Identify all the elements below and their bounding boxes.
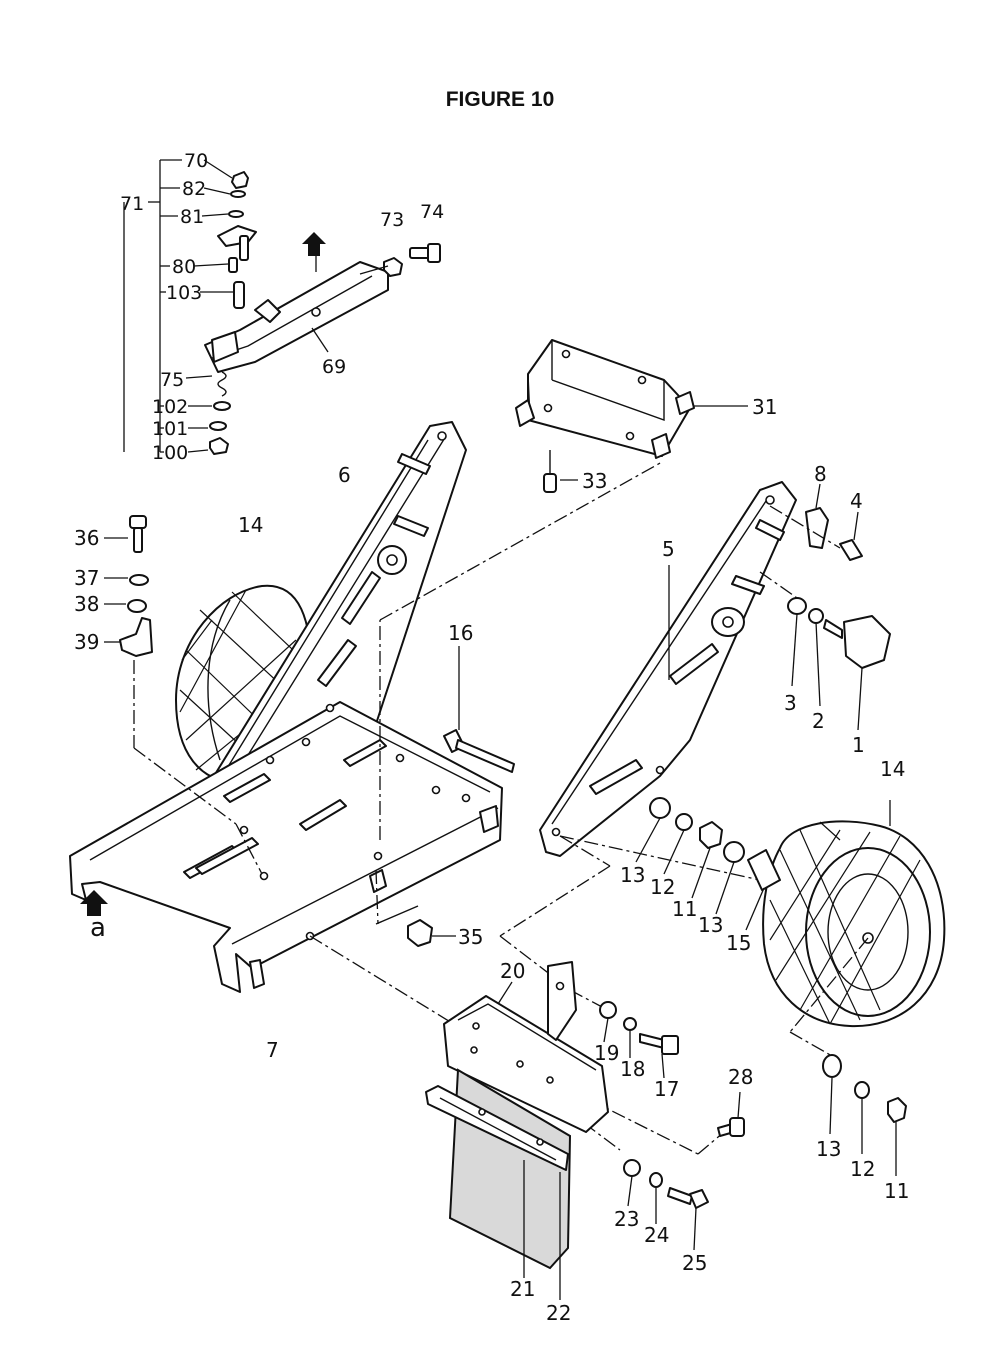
callout-11-a: 11 <box>672 897 697 921</box>
mud-flap-assembly <box>425 961 609 1300</box>
callout-13-b: 13 <box>698 913 723 937</box>
callout-74: 74 <box>420 201 444 223</box>
callout-13-a: 13 <box>620 863 645 887</box>
bracket-assembly-69 <box>204 171 441 455</box>
callout-4: 4 <box>850 489 863 513</box>
callout-11-b: 11 <box>884 1179 909 1203</box>
axle-hardware-row <box>559 797 781 931</box>
callout-labels: 70 82 71 81 80 103 75 102 101 100 69 73 … <box>74 150 909 1325</box>
callout-75: 75 <box>160 369 184 391</box>
callout-39: 39 <box>74 630 99 654</box>
callout-71: 71 <box>120 193 144 215</box>
callout-14-right: 14 <box>880 757 905 781</box>
callout-101: 101 <box>152 418 188 440</box>
axle-hardware-right <box>822 1054 907 1176</box>
callout-103: 103 <box>166 282 202 304</box>
hardware-23-25 <box>623 1159 709 1251</box>
hardware-stack-36-39 <box>104 515 153 748</box>
callout-2: 2 <box>812 709 825 733</box>
callout-28: 28 <box>728 1065 753 1089</box>
callout-17: 17 <box>654 1077 679 1101</box>
callout-19: 19 <box>594 1041 619 1065</box>
callout-21: 21 <box>510 1277 535 1301</box>
bolt-28 <box>717 1091 745 1137</box>
main-frame-7 <box>69 701 503 993</box>
callout-a: a <box>90 913 106 943</box>
callout-12-b: 12 <box>850 1157 875 1181</box>
callout-37: 37 <box>74 566 99 590</box>
callout-23: 23 <box>614 1207 639 1231</box>
callout-12-a: 12 <box>650 875 675 899</box>
callout-35: 35 <box>458 925 483 949</box>
callout-13-c: 13 <box>816 1137 841 1161</box>
knob-assembly <box>759 483 891 731</box>
callout-7: 7 <box>266 1038 279 1062</box>
callout-8: 8 <box>814 462 827 486</box>
callout-24: 24 <box>644 1223 669 1247</box>
callout-15: 15 <box>726 931 751 955</box>
callout-33: 33 <box>582 469 607 493</box>
callout-70: 70 <box>184 150 208 172</box>
callout-69: 69 <box>322 356 346 378</box>
right-wheel-14 <box>762 800 946 1057</box>
callout-100: 100 <box>152 442 188 464</box>
figure-title: FIGURE 10 <box>445 88 555 111</box>
callout-80: 80 <box>172 256 196 278</box>
callout-25: 25 <box>682 1251 707 1275</box>
callout-18: 18 <box>620 1057 645 1081</box>
upright-frame-5 <box>539 481 797 857</box>
mount-plate-31 <box>515 339 748 493</box>
callout-20: 20 <box>500 959 525 983</box>
callout-36: 36 <box>74 526 99 550</box>
callout-102: 102 <box>152 396 188 418</box>
bolt-16 <box>443 646 515 773</box>
callout-81: 81 <box>180 206 204 228</box>
callout-31: 31 <box>752 395 777 419</box>
callout-6: 6 <box>338 463 351 487</box>
callout-73: 73 <box>380 209 404 231</box>
callout-14-left: 14 <box>238 513 263 537</box>
callout-1: 1 <box>852 733 865 757</box>
callout-bracket-71 <box>123 159 329 453</box>
nut-35 <box>375 869 456 947</box>
callout-3: 3 <box>784 691 797 715</box>
callout-16: 16 <box>448 621 473 645</box>
callout-38: 38 <box>74 592 99 616</box>
callout-22: 22 <box>546 1301 571 1325</box>
callout-82: 82 <box>182 178 206 200</box>
callout-5: 5 <box>662 537 675 561</box>
hardware-17-19 <box>599 1001 679 1079</box>
